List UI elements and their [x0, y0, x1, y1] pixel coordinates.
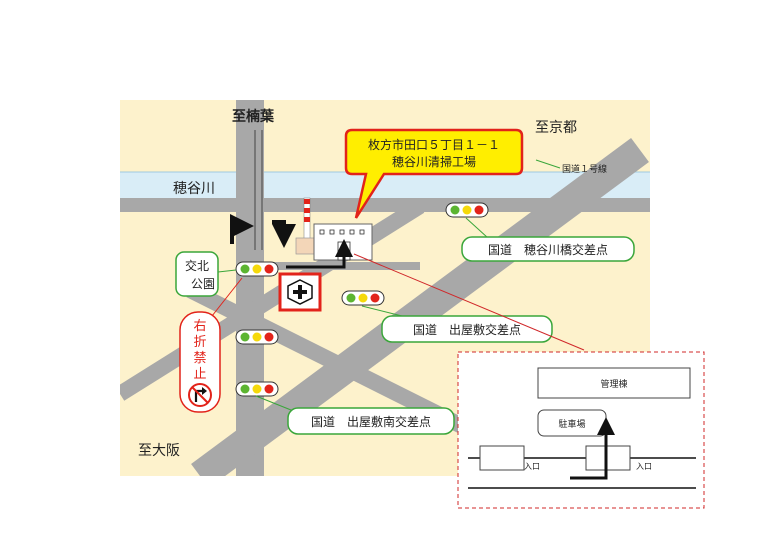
no-right-turn-icon	[188, 383, 212, 407]
route-leader-line	[535, 159, 561, 169]
traffic-signal-icon	[235, 261, 279, 277]
police-box	[278, 272, 322, 312]
direction-north-label: 至楠葉	[232, 108, 275, 125]
intersection-label-deyashiki-minami: 国道 出屋敷南交差点	[287, 407, 455, 435]
prohibition-char-4: 止	[193, 367, 206, 382]
intersection-name: 国道 出屋敷南交差点	[311, 414, 431, 429]
direction-east-label: 至京都	[535, 120, 577, 136]
prohibition-char-1: 右	[193, 319, 206, 334]
entrance-label: 入口	[524, 462, 540, 471]
gate-building	[479, 445, 525, 471]
prohibition-char-2: 折	[193, 335, 206, 350]
route-arrow-icon	[570, 417, 615, 480]
facility-inset: 管理棟 駐車場 入口 入口	[457, 351, 705, 509]
admin-building	[537, 367, 691, 399]
intersection-name: 国道 穂谷川橋交差点	[488, 242, 608, 257]
route-label: 国道１号線	[562, 163, 607, 175]
direction-south-label: 至大阪	[138, 443, 180, 459]
parking-label: 駐車場	[558, 418, 585, 430]
intersection-name: 国道 出屋敷交差点	[413, 322, 521, 337]
callout-address: 枚方市田口５丁目１－１	[368, 137, 500, 152]
intersection-label-deyashiki: 国道 出屋敷交差点	[381, 315, 553, 343]
park-label-line1: 交北	[185, 258, 209, 273]
smokestack-icon	[303, 197, 311, 245]
prohibition-char-3: 禁	[193, 351, 206, 366]
river-label: 穂谷川	[173, 181, 215, 197]
prohibition-leader	[211, 277, 243, 317]
entrance-label: 入口	[636, 462, 652, 471]
inset-connector	[353, 253, 585, 351]
annex-building	[295, 237, 315, 255]
gate-building	[585, 445, 631, 471]
right-turn-arrow-icon	[230, 214, 254, 244]
callout-facility: 穂谷川清掃工場	[392, 154, 476, 169]
traffic-signal-icon	[341, 290, 385, 306]
address-callout: 枚方市田口５丁目１－１ 穂谷川清掃工場	[344, 128, 524, 219]
route-arrow-icon	[286, 239, 353, 269]
admin-building-label: 管理棟	[600, 378, 627, 390]
park-label-line2: 公園	[191, 277, 215, 291]
no-right-turn-sign: 右 折 禁 止	[179, 311, 221, 413]
traffic-signal-icon	[235, 329, 279, 345]
right-turn-arrow-icon	[272, 220, 296, 248]
park-label: 交北 公園	[175, 251, 219, 297]
traffic-signal-icon	[235, 381, 279, 397]
leader-lines	[217, 217, 489, 413]
intersection-label-hotanigawa: 国道 穂谷川橋交差点	[461, 236, 635, 262]
traffic-signal-icon	[445, 202, 489, 218]
